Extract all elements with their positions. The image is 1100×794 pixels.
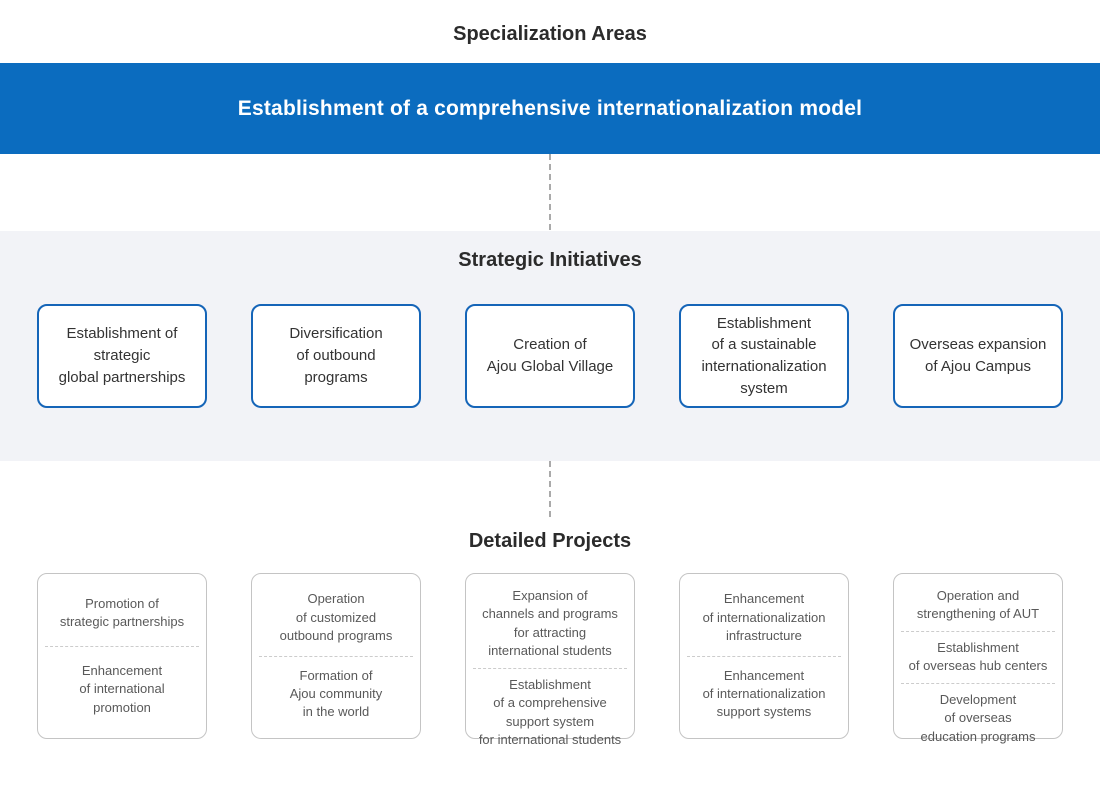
detail-box-infrastructure: Enhancement of internationalization infr… bbox=[679, 573, 849, 739]
connector-top bbox=[0, 154, 1100, 231]
connector-bottom bbox=[0, 461, 1100, 519]
detail-item: Establishment of overseas hub centers bbox=[908, 639, 1048, 674]
strategic-title: Strategic Initiatives bbox=[458, 249, 642, 271]
detailed-row: Promotion of strategic partnerships Enha… bbox=[0, 573, 1100, 747]
detail-item: Formation of Ajou community in the world bbox=[289, 667, 383, 720]
detail-item: Establishment of a comprehensive support… bbox=[478, 676, 622, 748]
detail-item: Operation of customized outbound program… bbox=[279, 591, 393, 643]
banner-label: Establishment of a comprehensive interna… bbox=[237, 96, 863, 120]
strategic-box-sustainable-system: Establishment of a sustainable internati… bbox=[679, 304, 849, 408]
detail-divider bbox=[901, 630, 1055, 632]
detail-divider bbox=[45, 646, 199, 648]
strategic-box-global-partnerships: Establishment of strategic global partne… bbox=[37, 304, 207, 408]
detail-box-outbound: Operation of customized outbound program… bbox=[251, 573, 421, 739]
detail-divider bbox=[901, 682, 1055, 684]
detail-item: Enhancement of internationalization infr… bbox=[702, 591, 826, 643]
detail-item: Expansion of channels and programs for a… bbox=[482, 588, 618, 659]
page-title: Specialization Areas bbox=[453, 23, 647, 45]
detail-item: Operation and strengthening of AUT bbox=[916, 588, 1040, 622]
detail-box-international-students: Expansion of channels and programs for a… bbox=[465, 573, 635, 747]
detail-divider bbox=[473, 667, 627, 669]
dashed-line bbox=[549, 461, 551, 519]
detail-divider bbox=[687, 655, 841, 657]
specialization-banner: Establishment of a comprehensive interna… bbox=[0, 63, 1100, 154]
detail-item: Enhancement of international promotion bbox=[79, 662, 165, 715]
detailed-section: Detailed Projects Promotion of strategic… bbox=[0, 527, 1100, 747]
detail-divider bbox=[259, 655, 413, 657]
detail-box-overseas: Operation and strengthening of AUT Estab… bbox=[893, 573, 1063, 744]
strategic-section: Strategic Initiatives Establishment of s… bbox=[0, 231, 1100, 461]
dashed-line bbox=[549, 154, 551, 231]
strategic-row: Establishment of strategic global partne… bbox=[0, 304, 1100, 408]
detail-item: Enhancement of internationalization supp… bbox=[702, 667, 826, 720]
detail-item: Promotion of strategic partnerships bbox=[59, 595, 185, 630]
detail-item: Development of overseas education progra… bbox=[920, 691, 1036, 744]
strategic-box-global-village: Creation of Ajou Global Village bbox=[465, 304, 635, 408]
strategic-box-overseas-expansion: Overseas expansion of Ajou Campus bbox=[893, 304, 1063, 408]
detailed-title: Detailed Projects bbox=[468, 530, 632, 552]
strategic-box-outbound-programs: Diversification of outbound programs bbox=[251, 304, 421, 408]
detail-box-partnerships: Promotion of strategic partnerships Enha… bbox=[37, 573, 207, 739]
